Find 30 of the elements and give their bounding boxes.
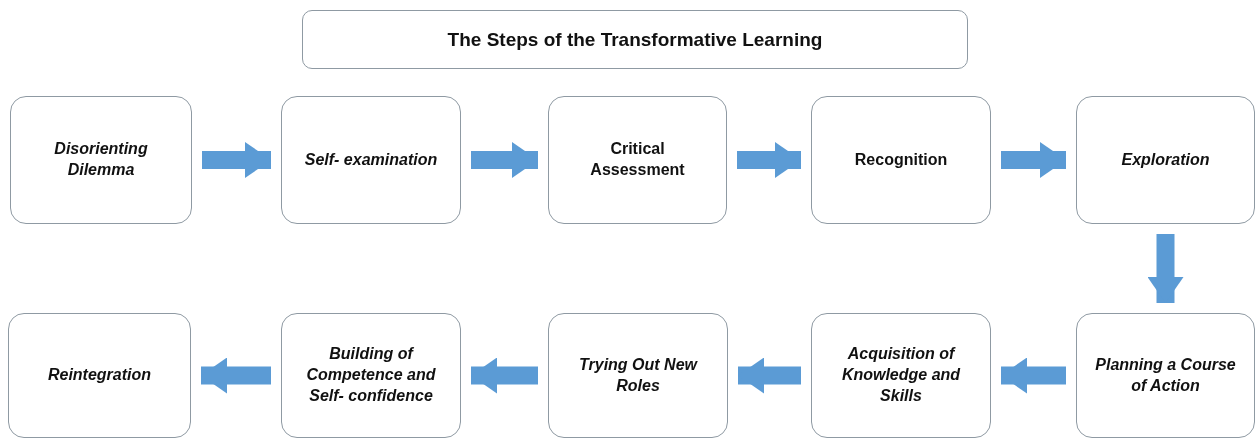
step-label: Trying Out New Roles — [578, 354, 699, 396]
block-arrow — [737, 142, 801, 178]
title-text: The Steps of the Transformative Learning — [447, 28, 823, 51]
step-box — [281, 313, 461, 438]
block-arrow — [202, 142, 271, 178]
step-label: Critical Assessment — [589, 139, 686, 180]
step-label: Building of Competence and Self- confidence — [305, 344, 437, 406]
step-label: Planning a Course of Action — [1094, 354, 1237, 396]
step-box — [8, 313, 191, 438]
step-label: Recognition — [854, 149, 948, 170]
block-arrow — [1147, 234, 1184, 303]
step-label: Exploration — [1121, 149, 1210, 170]
step-box — [811, 96, 991, 224]
block-arrow — [471, 357, 538, 394]
step-box — [281, 96, 461, 224]
block-arrow — [471, 142, 538, 178]
block-arrow — [1001, 142, 1066, 178]
step-box — [548, 313, 728, 438]
step-box — [10, 96, 192, 224]
step-box — [811, 313, 991, 438]
step-box — [1076, 96, 1255, 224]
step-label: Disorienting Dilemma — [53, 139, 149, 180]
step-box — [1076, 313, 1255, 438]
block-arrow — [738, 357, 801, 394]
step-label: Reintegration — [47, 365, 152, 386]
block-arrow — [1001, 357, 1066, 394]
step-label: Self- examination — [304, 149, 438, 170]
step-label: Acquisition of Knowledge and Skills — [840, 344, 962, 406]
block-arrow — [201, 357, 271, 394]
step-box — [548, 96, 727, 224]
